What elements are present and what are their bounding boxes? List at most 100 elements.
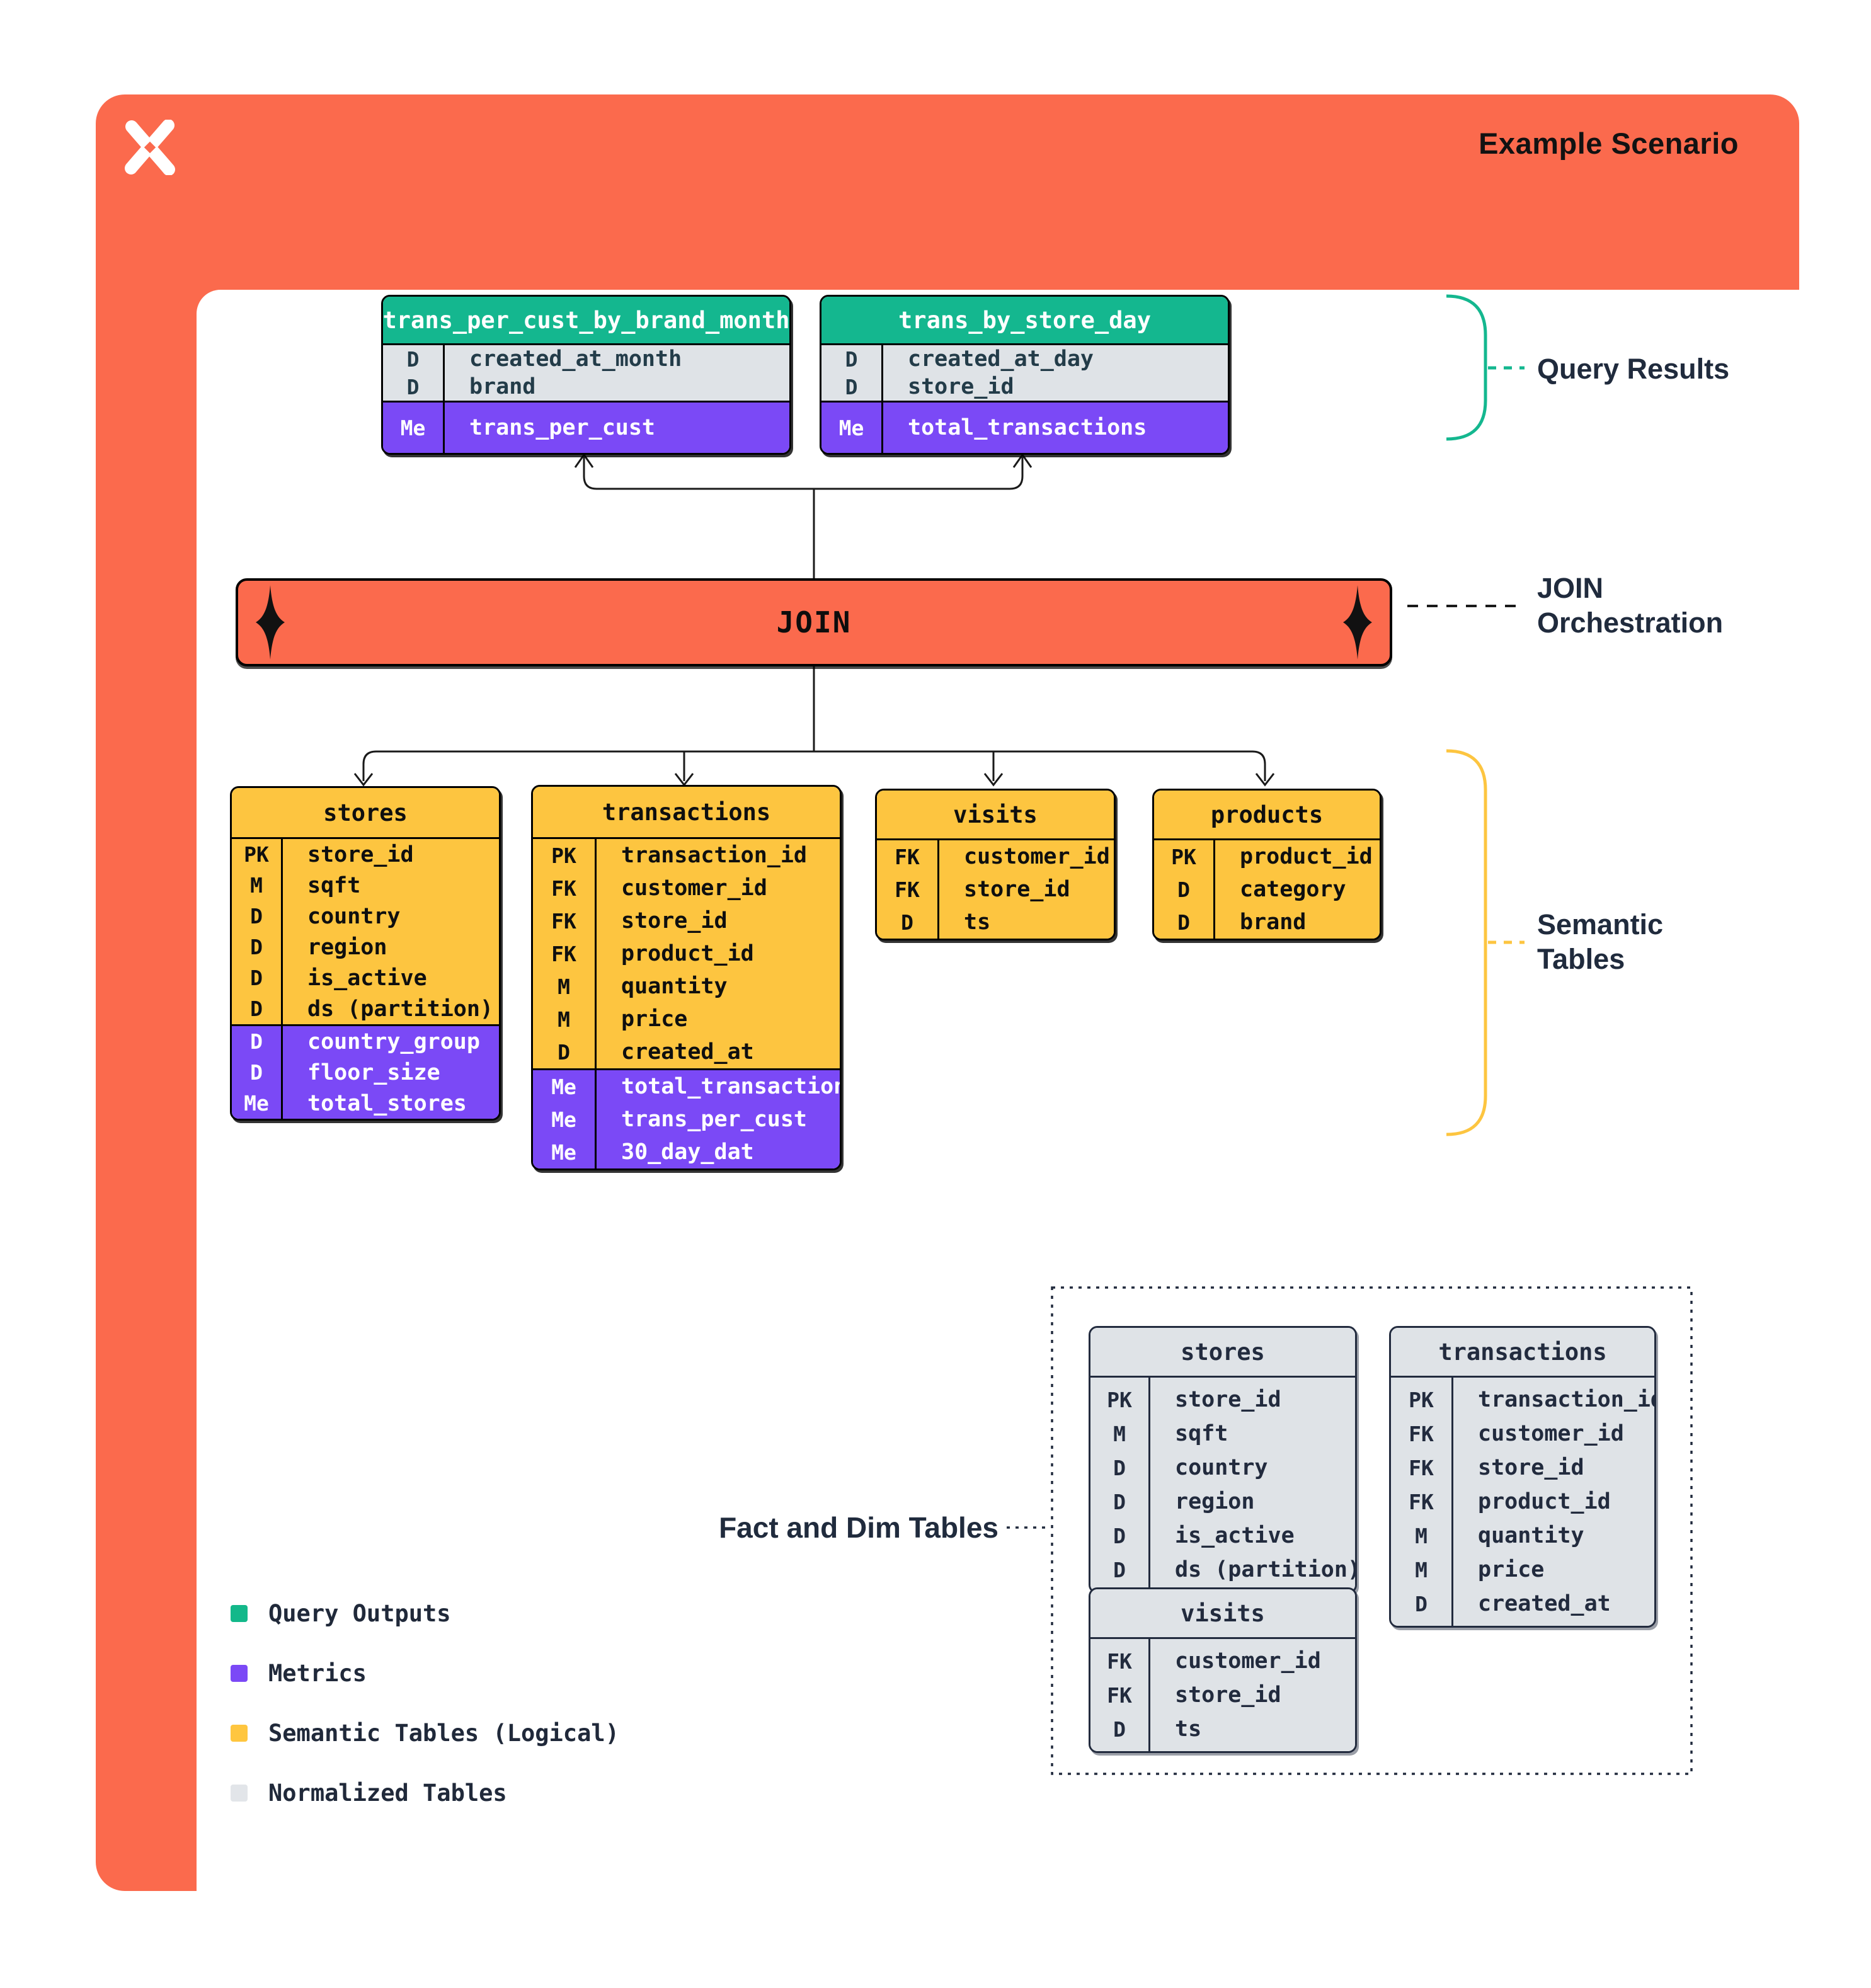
legend-swatch bbox=[231, 1785, 248, 1802]
field-name: store_id bbox=[1175, 1387, 1281, 1412]
field-badge: FK bbox=[551, 941, 576, 966]
field-badge: D bbox=[250, 904, 263, 928]
field-name: created_at_day bbox=[908, 346, 1094, 372]
field-badge: D bbox=[1177, 877, 1190, 902]
field-name: created_at bbox=[1478, 1591, 1611, 1616]
legend-label: Normalized Tables bbox=[268, 1779, 507, 1807]
field-name: store_id bbox=[621, 908, 728, 934]
field-name: total_transactions bbox=[908, 415, 1147, 440]
brand-x-logo-icon bbox=[125, 120, 175, 175]
field-name: total_stores bbox=[307, 1090, 467, 1116]
field-badge: Me bbox=[551, 1107, 576, 1132]
field-name: ts bbox=[964, 910, 991, 935]
field-name: region bbox=[1175, 1489, 1255, 1514]
field-badge: PK bbox=[1107, 1387, 1132, 1412]
field-name: total_transactions bbox=[621, 1074, 842, 1099]
field-name: ds (partition) bbox=[1175, 1557, 1357, 1582]
field-badge: D bbox=[1113, 1557, 1126, 1582]
field-badge: D bbox=[845, 346, 858, 372]
field-name: customer_id bbox=[1175, 1648, 1321, 1674]
field-badge: D bbox=[1113, 1523, 1126, 1548]
table-title: transactions bbox=[533, 787, 840, 839]
legend-item: Query Outputs bbox=[231, 1600, 619, 1627]
field-badge: D bbox=[845, 374, 858, 399]
field-name: brand bbox=[1240, 910, 1307, 935]
field-badge: D bbox=[406, 346, 420, 372]
label-join-orchestration: JOIN Orchestration bbox=[1537, 572, 1724, 639]
field-name: customer_id bbox=[621, 876, 767, 901]
table-row: FK store_id bbox=[533, 905, 840, 937]
field-badge: M bbox=[558, 974, 570, 999]
field-badge: FK bbox=[1107, 1682, 1132, 1708]
table-title: stores bbox=[232, 788, 499, 839]
legend-swatch bbox=[231, 1605, 248, 1622]
table-row: FK customer_id bbox=[1090, 1644, 1355, 1678]
field-name: created_at_month bbox=[469, 346, 682, 372]
field-badge: M bbox=[1415, 1557, 1428, 1582]
field-name: country bbox=[1175, 1455, 1268, 1480]
table-title: transactions bbox=[1391, 1328, 1654, 1378]
field-badge: FK bbox=[1107, 1648, 1132, 1674]
sparkle-icon bbox=[1343, 585, 1372, 660]
field-name: quantity bbox=[1478, 1523, 1584, 1548]
field-badge: FK bbox=[895, 844, 920, 869]
field-badge: D bbox=[250, 935, 263, 959]
field-badge: D bbox=[1177, 910, 1190, 935]
field-badge: FK bbox=[551, 908, 576, 934]
field-name: created_at bbox=[621, 1039, 754, 1065]
field-badge: Me bbox=[244, 1091, 269, 1116]
field-badge: D bbox=[250, 997, 263, 1021]
field-badge: Me bbox=[400, 415, 426, 440]
field-name: store_id bbox=[1478, 1455, 1584, 1480]
field-name: country_group bbox=[307, 1029, 480, 1054]
legend-label: Query Outputs bbox=[268, 1600, 451, 1627]
field-name: price bbox=[1478, 1557, 1545, 1582]
field-badge: D bbox=[1113, 1455, 1126, 1480]
field-name: country bbox=[307, 903, 401, 929]
field-badge: M bbox=[1113, 1421, 1126, 1446]
field-badge: D bbox=[250, 1060, 263, 1085]
page-title: Example Scenario bbox=[1479, 127, 1739, 160]
field-badge: Me bbox=[551, 1140, 576, 1165]
field-badge: PK bbox=[244, 842, 269, 867]
field-name: transaction_id bbox=[621, 843, 808, 868]
legend-label: Metrics bbox=[268, 1660, 367, 1687]
